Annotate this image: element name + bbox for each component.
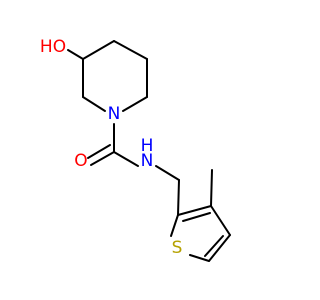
bond <box>87 144 111 159</box>
bond <box>82 40 115 60</box>
bond <box>210 169 213 207</box>
structure-canvas: HO N O N H S <box>40 37 231 262</box>
amide-hydrogen-label: H <box>141 136 154 156</box>
bond <box>177 205 212 216</box>
bond <box>155 165 180 181</box>
bond <box>122 96 148 112</box>
ring-nitrogen-label: N <box>108 104 121 124</box>
carbonyl-oxygen-label: O <box>74 151 87 171</box>
bond <box>170 214 179 237</box>
hydroxyl-label: HO <box>40 37 66 57</box>
bond <box>90 151 115 166</box>
bond <box>182 212 211 222</box>
thiophene-sulfur-label: S <box>172 238 183 258</box>
bond <box>189 254 210 262</box>
bond <box>208 234 231 262</box>
bond <box>82 96 106 112</box>
piperidine-ring <box>82 40 148 112</box>
amide-nitrogen-label: N <box>141 151 154 171</box>
molecule-structure: HO N O N H S <box>40 37 231 262</box>
bond <box>67 49 84 60</box>
bond <box>113 40 148 60</box>
thiophene-ring <box>170 205 231 262</box>
bond <box>210 205 231 236</box>
bond <box>177 179 180 216</box>
bond <box>113 151 139 167</box>
bond <box>204 235 224 257</box>
